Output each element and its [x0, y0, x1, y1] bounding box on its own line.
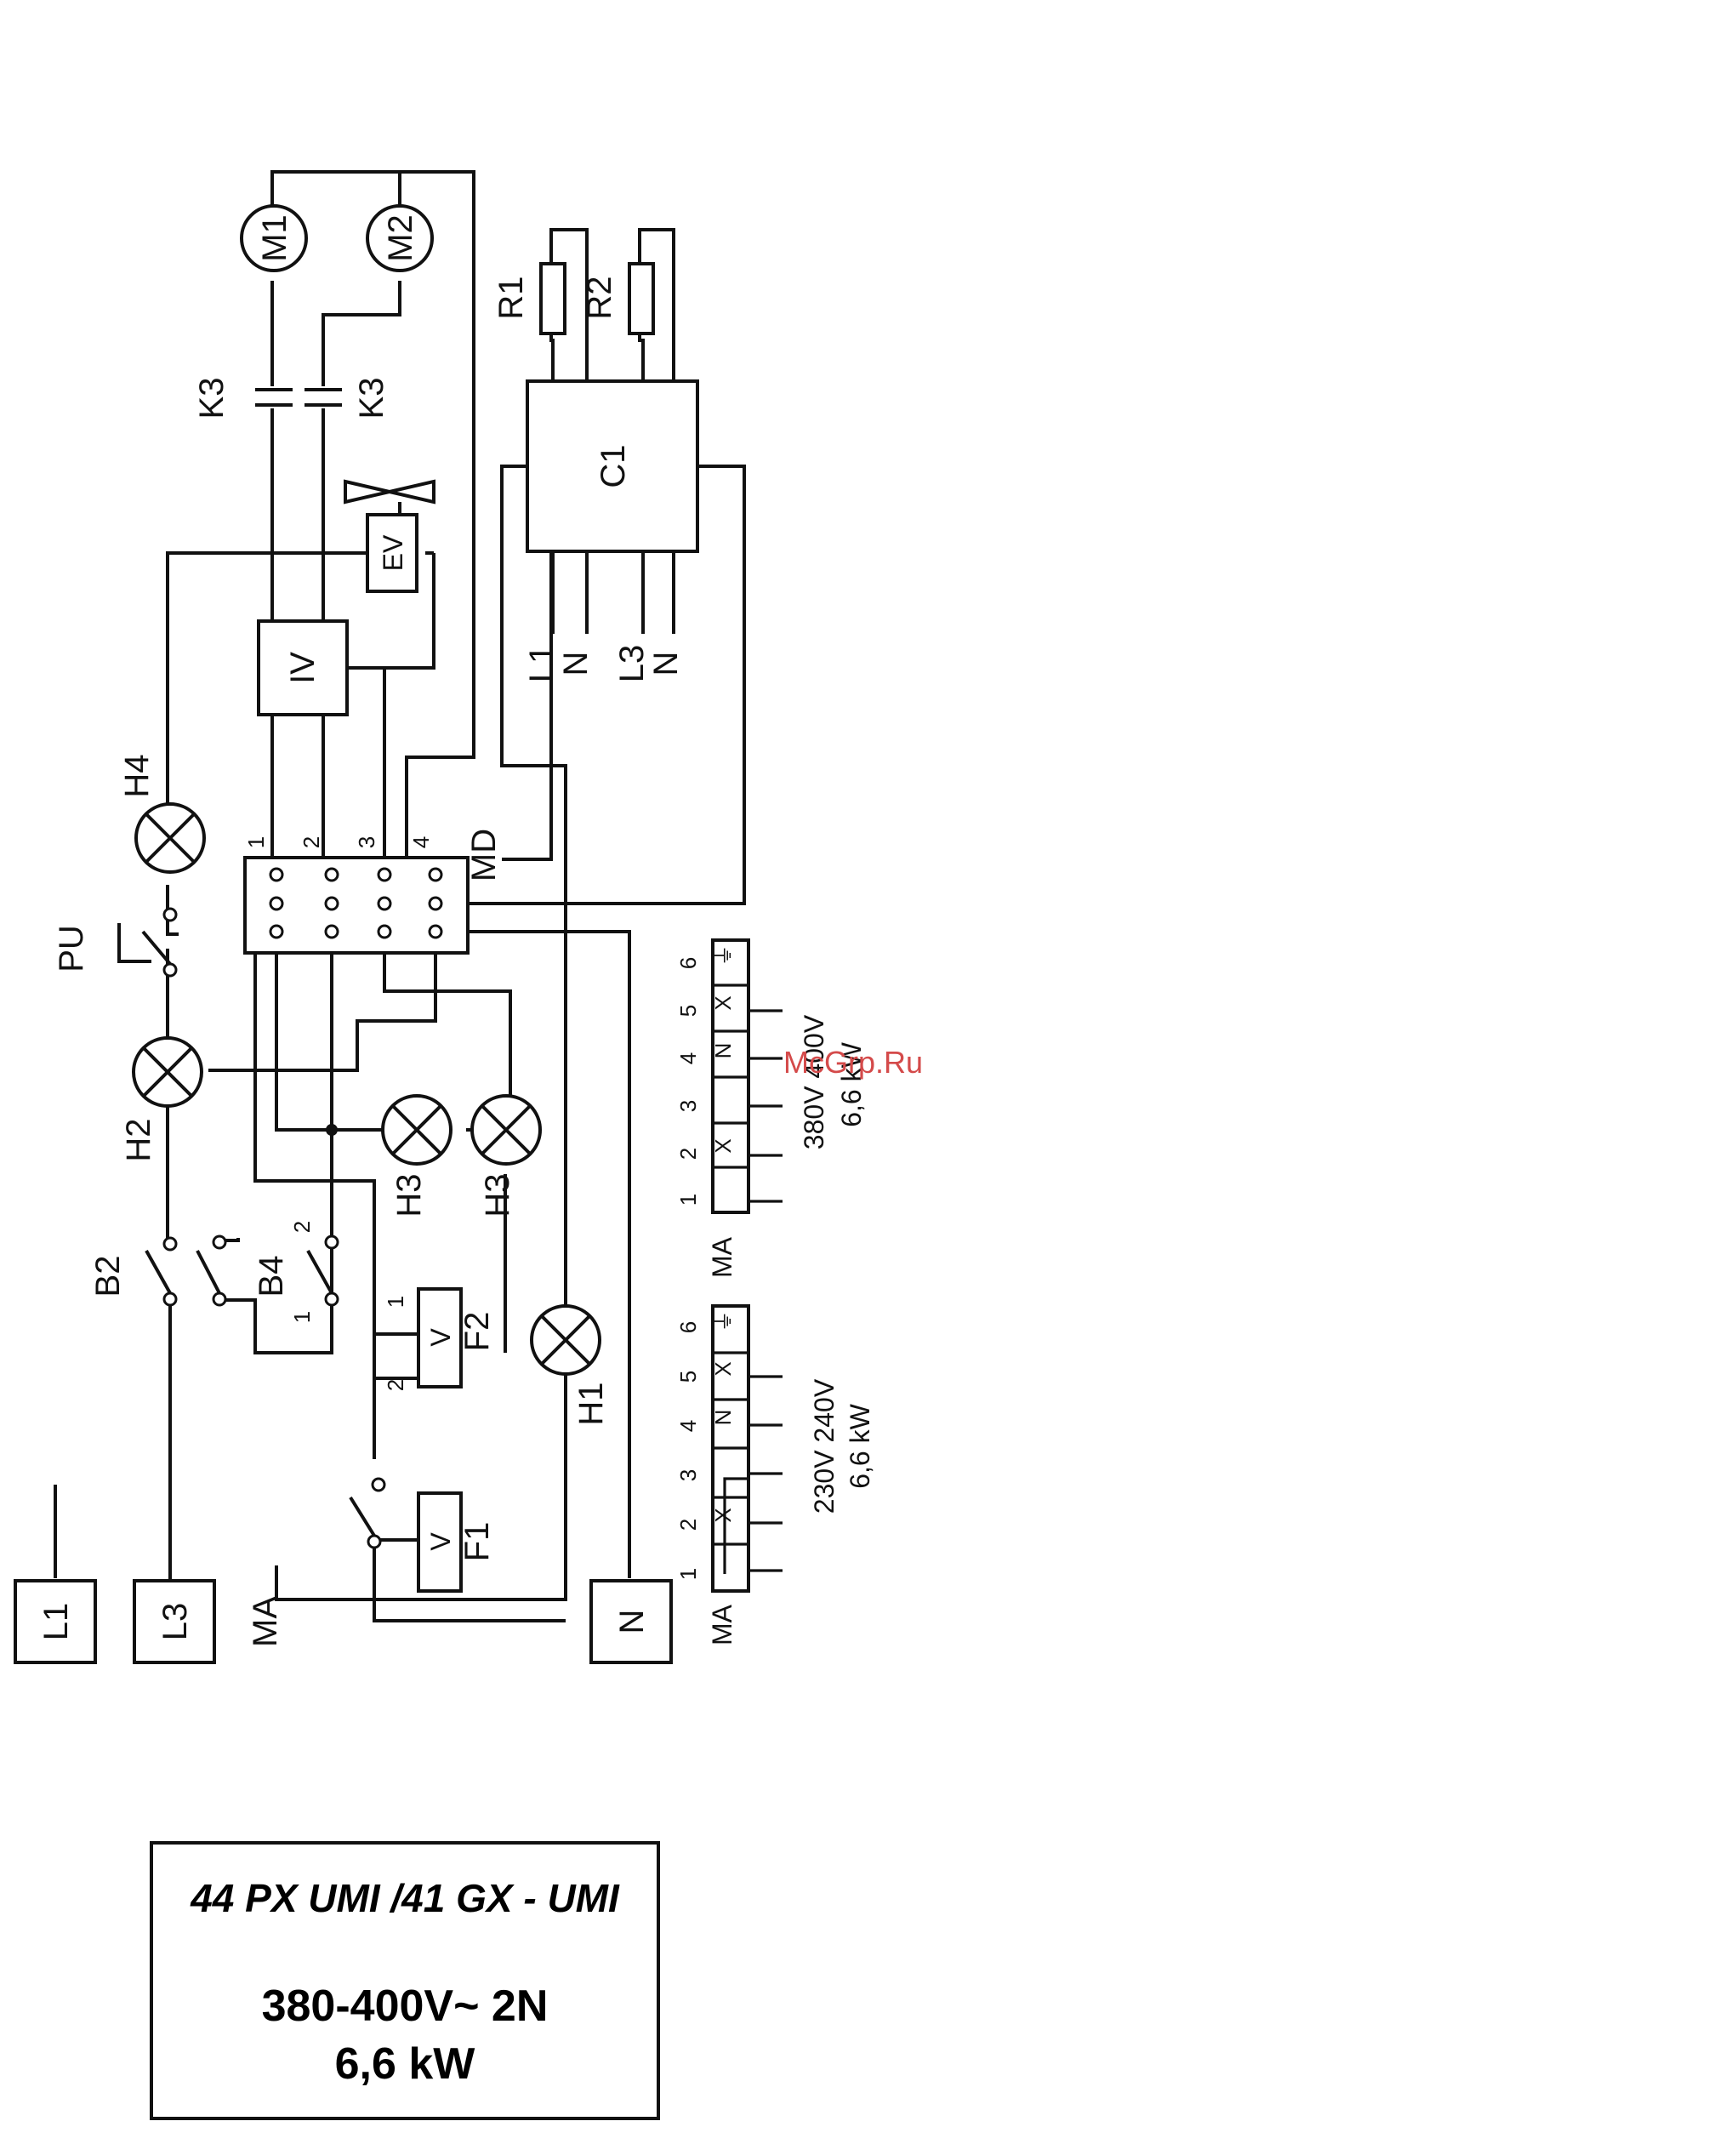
- md-pin-1: 1: [243, 836, 269, 848]
- terminal-block-230v: 1 2 3 4 5 6 X N X ⏚ MA 230V 240V 6,6 kW: [675, 1306, 875, 1645]
- b4-label: B4: [253, 1256, 290, 1297]
- lamp-h3-a: H3: [383, 1096, 451, 1217]
- tb230-pin-5: 5: [675, 1371, 701, 1383]
- terminal-n-label: N: [613, 1610, 651, 1634]
- resistor-r1: R1: [492, 264, 565, 334]
- tb380-voltage: 380V 400V: [799, 1014, 829, 1149]
- f2-v-label: V: [425, 1328, 456, 1347]
- motor-m1: M1: [242, 206, 306, 271]
- tb380-pin-2: 2: [675, 1148, 701, 1160]
- watermark: McGrp.Ru: [783, 1045, 923, 1081]
- tb380-pin-1: 1: [675, 1194, 701, 1206]
- thermostat-f1: V F1: [350, 1479, 496, 1591]
- supply-n2: N: [647, 652, 685, 676]
- contact-k3-b: K3: [305, 378, 390, 419]
- h4-label: H4: [118, 754, 156, 797]
- tb380-cell-4: N: [710, 1043, 736, 1059]
- tb230-pin-4: 4: [675, 1420, 701, 1432]
- terminal-l1-label: L1: [37, 1603, 75, 1641]
- b4-pin-2: 2: [289, 1221, 315, 1233]
- k3-label-a: K3: [193, 378, 231, 419]
- m1-label: M1: [256, 214, 293, 262]
- supply-labels: L1 N L3 N: [523, 645, 685, 683]
- valve-ev: EV: [345, 482, 434, 591]
- terminal-block-380v: 1 2 3 4 5 6 X N X ⏚ MA 380V 400V 6,6 kW: [675, 940, 867, 1278]
- iv-label: IV: [284, 652, 322, 684]
- tb230-pin-3: 3: [675, 1469, 701, 1481]
- terminal-n: N: [591, 1581, 671, 1662]
- tb380-cell-2: X: [710, 1138, 736, 1153]
- tb230-voltage: 230V 240V: [809, 1378, 840, 1514]
- md-pin-2: 2: [299, 836, 324, 848]
- tb380-cell-6: ⏚: [710, 944, 736, 967]
- ma-label: MA: [247, 1596, 284, 1647]
- h3-label-b: H3: [479, 1173, 516, 1217]
- tb230-cell-5: X: [710, 1361, 736, 1376]
- switch-b4: B4 2 1: [253, 1221, 338, 1323]
- tb380-wires: [748, 1011, 783, 1201]
- tb230-cell-4: N: [710, 1410, 736, 1426]
- md-pin-3: 3: [354, 836, 379, 848]
- tb380-pin-3: 3: [675, 1100, 701, 1112]
- k3-label-b: K3: [353, 378, 390, 419]
- inverter-iv: IV: [259, 621, 347, 715]
- tb230-cell-2: X: [710, 1508, 736, 1522]
- tb230-pin-6: 6: [675, 1321, 701, 1333]
- lamp-h4: H4: [118, 754, 204, 872]
- c1-label: C1: [595, 444, 632, 488]
- tb380-cell-5: X: [710, 995, 736, 1010]
- m2-label: M2: [382, 214, 419, 262]
- f1-v-label: V: [425, 1532, 456, 1551]
- supply-n1: N: [557, 652, 595, 676]
- tb230-wires: [748, 1377, 783, 1571]
- tb380-pin-5: 5: [675, 1005, 701, 1017]
- rated-power: 6,6 kW: [153, 2039, 657, 2090]
- r1-label: R1: [492, 276, 530, 319]
- tb230-power: 6,6 kW: [845, 1403, 875, 1488]
- model-title: 44 PX UMI /41 GX - UMI: [153, 1875, 657, 1921]
- lamp-h3-b: H3: [472, 1096, 540, 1217]
- terminal-l3-label: L3: [157, 1603, 194, 1641]
- tb380-pin-4: 4: [675, 1052, 701, 1064]
- h3-label-a: H3: [390, 1173, 428, 1217]
- rated-voltage: 380-400V~ 2N: [153, 1981, 657, 2032]
- tb230-pin-2: 2: [675, 1519, 701, 1531]
- tb230-cell-6: ⏚: [710, 1310, 736, 1332]
- b4-pin-1: 1: [289, 1311, 315, 1323]
- f1-label: F1: [458, 1522, 496, 1562]
- md-label: MD: [465, 829, 503, 881]
- switch-b2: B2: [89, 1236, 225, 1305]
- f2-pin-2: 2: [383, 1379, 408, 1391]
- lamp-h2: H2: [120, 1038, 202, 1162]
- lamp-h1: H1: [532, 1306, 610, 1426]
- h2-label: H2: [120, 1118, 157, 1161]
- h1-label: H1: [572, 1382, 610, 1425]
- f2-label: F2: [458, 1312, 496, 1352]
- resistor-r2: R2: [581, 264, 653, 334]
- pu-label: PU: [53, 925, 90, 972]
- terminal-l1: L1: [15, 1581, 95, 1662]
- terminal-md: 1 2 3 4 MD: [243, 829, 503, 953]
- supply-l3: L3: [613, 645, 651, 683]
- supply-l1: L1: [523, 645, 561, 683]
- f2-pin-1: 1: [383, 1296, 408, 1308]
- title-block: 44 PX UMI /41 GX - UMI 380-400V~ 2N 6,6 …: [150, 1841, 660, 2120]
- contact-k3-a: K3: [193, 378, 293, 419]
- switch-pu: PU: [53, 909, 176, 976]
- tb380-pin-6: 6: [675, 957, 701, 969]
- motor-m2: M2: [367, 206, 432, 271]
- md-pin-4: 4: [408, 836, 434, 848]
- r2-label: R2: [581, 276, 618, 319]
- b2-label: B2: [89, 1256, 127, 1297]
- junction-dot: [326, 1124, 338, 1136]
- controller-c1: C1: [527, 381, 697, 551]
- terminal-l3: L3: [134, 1581, 214, 1662]
- thermostat-f2: V 1 2 F2: [383, 1289, 496, 1391]
- tb380-ma-label: MA: [707, 1236, 737, 1278]
- tb230-pin-1: 1: [675, 1568, 701, 1580]
- tb230-ma-label: MA: [707, 1604, 737, 1645]
- ev-label: EV: [378, 534, 408, 571]
